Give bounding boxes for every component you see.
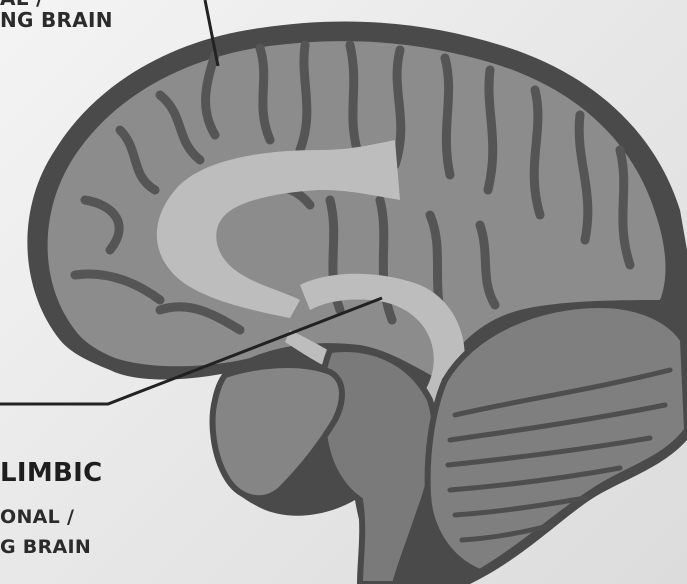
limbic-label-title: LIMBIC [0,458,103,488]
limbic-label-line1: ONAL / [0,506,74,528]
top-region-label-line2: NG BRAIN [0,8,113,32]
limbic-label-line2: G BRAIN [0,536,91,558]
